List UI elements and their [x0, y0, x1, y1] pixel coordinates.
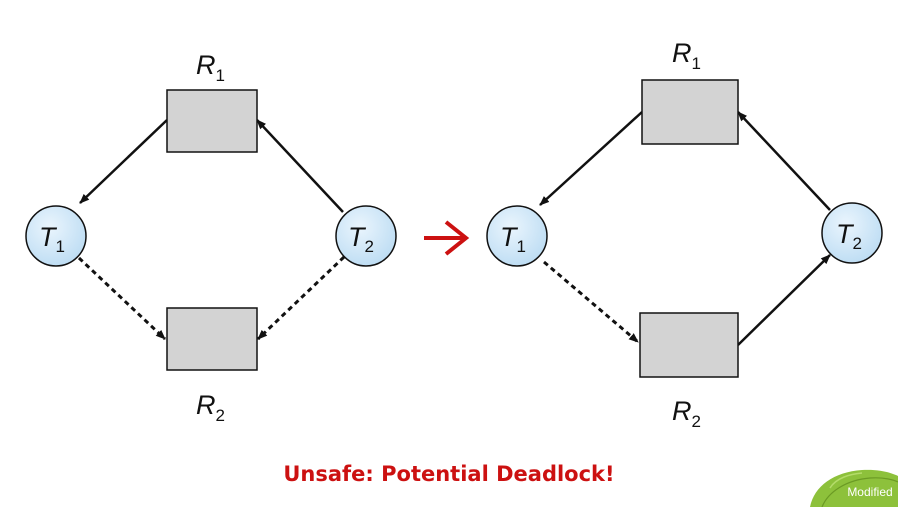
- transition-arrow-icon: [424, 220, 470, 256]
- left-graph: R1 R2 T1 T2: [25, 50, 397, 425]
- resource-r1-box: [166, 89, 258, 153]
- label-t1: T1: [39, 222, 65, 256]
- claim-edge-t2-r2: [256, 255, 346, 341]
- claim-edge-t1-r2: [77, 256, 167, 341]
- thread-t1-node: [486, 205, 548, 267]
- label-r1: R1: [196, 50, 225, 85]
- resource-r2-box: [166, 307, 258, 371]
- label-r1: R1: [672, 38, 701, 73]
- thread-t2-node: [335, 205, 397, 267]
- assignment-edge-r1-t1: [79, 119, 168, 204]
- assignment-edge-r2-t2: [737, 254, 831, 346]
- label-t2: T2: [836, 219, 862, 253]
- request-edge-t2-r1: [737, 111, 831, 211]
- right-graph: R1 R2 T1 T2: [486, 38, 883, 431]
- label-t1: T1: [500, 222, 526, 256]
- resource-r2-box: [639, 312, 739, 378]
- resource-r1-box: [641, 79, 739, 145]
- modified-leaf-badge: Modified: [810, 469, 898, 507]
- badge-text: Modified: [847, 485, 892, 499]
- request-edge-t2-r1: [256, 119, 344, 213]
- deadlock-caption: Unsafe: Potential Deadlock!: [283, 462, 615, 486]
- claim-edge-t1-r2: [543, 260, 639, 344]
- thread-t1-node: [25, 205, 87, 267]
- label-t2: T2: [348, 222, 374, 256]
- label-r2: R2: [196, 390, 225, 425]
- label-r2: R2: [672, 396, 701, 431]
- assignment-edge-r1-t1: [539, 111, 643, 206]
- thread-t2-node: [821, 202, 883, 264]
